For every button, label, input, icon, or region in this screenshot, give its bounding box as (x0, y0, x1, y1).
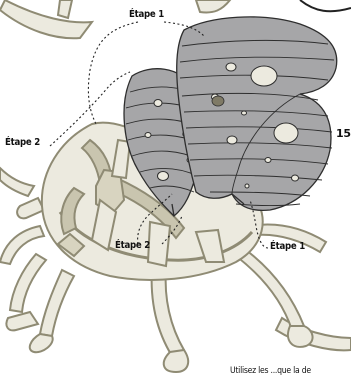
step-2-label-left: Étape 2 (5, 137, 40, 149)
step-1-label-top: Étape 1 (129, 9, 164, 21)
footer-text-fragment: Utilisez les ...que la de (230, 365, 311, 375)
wing-right (177, 17, 337, 210)
part-number-label: 15 (336, 128, 351, 140)
step-2-label-bottom: Étape 2 (115, 240, 150, 252)
step-1-label-bottom: Étape 1 (270, 241, 305, 253)
